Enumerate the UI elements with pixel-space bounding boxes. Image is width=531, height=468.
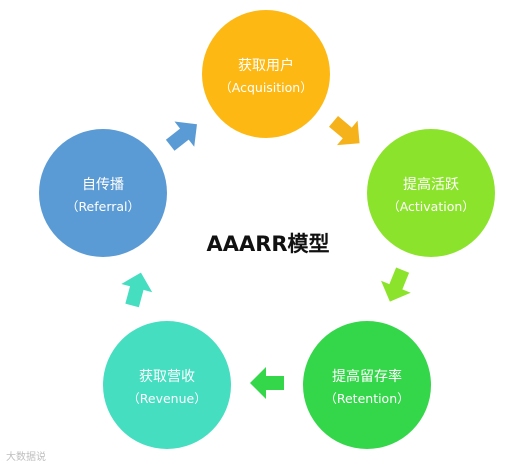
node-referral: 自传播 （Referral） [39, 129, 167, 257]
node-acquisition-subtitle: （Acquisition） [219, 80, 312, 95]
watermark: 大数据说 [6, 448, 46, 463]
node-retention: 提高留存率 （Retention） [303, 321, 431, 449]
node-revenue-subtitle: （Revenue） [127, 391, 206, 406]
node-activation-circle [367, 129, 495, 257]
node-referral-subtitle: （Referral） [66, 199, 140, 214]
node-activation: 提高活跃 （Activation） [367, 129, 495, 257]
node-referral-title: 自传播 [82, 177, 124, 193]
center-title: AAARR模型 [206, 232, 329, 256]
arrow-activation-to-retention-icon [381, 267, 411, 302]
node-retention-subtitle: （Retention） [324, 391, 409, 406]
node-activation-subtitle: （Activation） [387, 199, 475, 214]
node-activation-title: 提高活跃 [403, 176, 459, 193]
watermark-text: 大数据说 [6, 452, 46, 463]
arrow-revenue-to-referral-icon [121, 272, 153, 308]
node-retention-title: 提高留存率 [332, 368, 402, 385]
node-retention-circle [303, 321, 431, 449]
node-revenue: 获取营收 （Revenue） [103, 321, 231, 449]
arrow-retention-to-revenue-icon [250, 367, 284, 399]
arrow-referral-to-acquisition-icon [165, 121, 197, 151]
node-revenue-title: 获取营收 [139, 369, 195, 385]
node-acquisition-title: 获取用户 [238, 57, 294, 74]
node-acquisition-circle [202, 10, 330, 138]
node-acquisition: 获取用户 （Acquisition） [202, 10, 330, 138]
node-revenue-circle [103, 321, 231, 449]
node-referral-circle [39, 129, 167, 257]
arrow-acquisition-to-activation-icon [329, 115, 360, 146]
